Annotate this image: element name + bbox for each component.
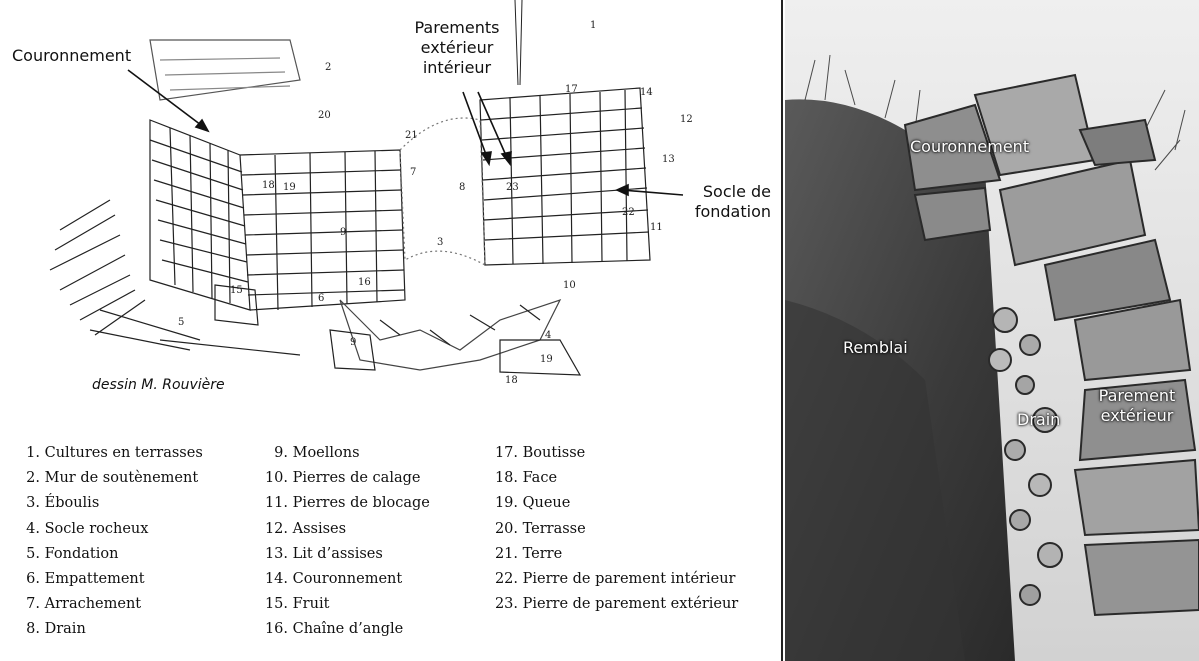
legend-column-3: 17. Boutisse 18. Face 19. Queue 20. Terr…	[488, 441, 738, 617]
legend-item: 13. Lit d’assises	[258, 542, 430, 567]
legend-item: 7. Arrachement	[18, 592, 203, 617]
legend-item: 1. Cultures en terrasses	[18, 441, 203, 466]
legend-item: 16. Chaîne d’angle	[258, 617, 430, 642]
photo-label-couronnement: Couronnement	[910, 137, 1029, 157]
svg-text:22: 22	[622, 207, 635, 218]
svg-text:1: 1	[590, 20, 596, 31]
svg-text:9: 9	[350, 337, 356, 348]
svg-text:17: 17	[565, 84, 578, 95]
svg-text:20: 20	[318, 110, 331, 121]
label-parements-line2: extérieur	[402, 38, 512, 58]
svg-text:19: 19	[540, 354, 553, 365]
legend-item: 6. Empattement	[18, 567, 203, 592]
label-socle-fondation: Socle de fondation	[665, 182, 771, 222]
label-parements-line1: Parements	[402, 18, 512, 38]
svg-text:6: 6	[318, 293, 324, 304]
photo-label-parement-line1: Parement	[1087, 386, 1187, 406]
photo-label-drain: Drain	[1017, 410, 1060, 430]
wall-photo	[785, 0, 1199, 661]
photo-label-parement-exterieur: Parement extérieur	[1087, 386, 1187, 426]
legend-item: 11. Pierres de blocage	[258, 491, 430, 516]
legend-item: 2. Mur de soutènement	[18, 466, 203, 491]
label-parements-line3: intérieur	[402, 58, 512, 78]
svg-text:8: 8	[459, 182, 465, 193]
label-socle-line1: Socle de	[665, 182, 771, 202]
svg-text:18: 18	[262, 180, 275, 191]
legend-item: 14. Couronnement	[258, 567, 430, 592]
svg-text:14: 14	[640, 87, 653, 98]
svg-text:12: 12	[680, 114, 693, 125]
svg-text:23: 23	[506, 182, 519, 193]
svg-text:3: 3	[437, 237, 443, 248]
legend-item: 4. Socle rocheux	[18, 517, 203, 542]
legend-item: 10. Pierres de calage	[258, 466, 430, 491]
legend-item: 17. Boutisse	[488, 441, 738, 466]
legend-item: 20. Terrasse	[488, 517, 738, 542]
legend-item: 12. Assises	[258, 517, 430, 542]
svg-text:7: 7	[410, 167, 416, 178]
svg-text:4: 4	[545, 330, 551, 341]
svg-text:18: 18	[505, 375, 518, 386]
svg-text:19: 19	[283, 182, 296, 193]
legend-item: 23. Pierre de parement extérieur	[488, 592, 738, 617]
svg-text:15: 15	[230, 285, 243, 296]
svg-text:16: 16	[358, 277, 371, 288]
legend-item: 21. Terre	[488, 542, 738, 567]
photo-label-parement-line2: extérieur	[1087, 406, 1187, 426]
legend-column-2: 9. Moellons 10. Pierres de calage 11. Pi…	[258, 441, 430, 643]
legend-item: 15. Fruit	[258, 592, 430, 617]
svg-text:11: 11	[650, 222, 663, 233]
photo-label-remblai: Remblai	[843, 338, 908, 358]
label-socle-line2: fondation	[665, 202, 771, 222]
legend-item: 9. Moellons	[258, 441, 430, 466]
legend-item: 8. Drain	[18, 617, 203, 642]
legend-item: 18. Face	[488, 466, 738, 491]
wall-photo-panel: Couronnement Remblai Drain Parement exté…	[785, 0, 1199, 661]
svg-text:9: 9	[340, 227, 346, 238]
sketch-hatching	[50, 0, 650, 375]
legend-item: 5. Fondation	[18, 542, 203, 567]
drawing-panel: 1 2 20 21 17 14 12 13 18 19 7 8 23 9 3 2…	[0, 0, 783, 661]
legend-item: 3. Éboulis	[18, 491, 203, 516]
drawing-credit: dessin M. Rouvière	[92, 377, 225, 393]
svg-text:13: 13	[662, 154, 675, 165]
legend-item: 22. Pierre de parement intérieur	[488, 567, 738, 592]
label-couronnement: Couronnement	[12, 46, 131, 66]
svg-text:21: 21	[405, 130, 418, 141]
legend-column-1: 1. Cultures en terrasses 2. Mur de soutè…	[18, 441, 203, 643]
svg-text:10: 10	[563, 280, 576, 291]
label-parements: Parements extérieur intérieur	[402, 18, 512, 78]
legend-item: 19. Queue	[488, 491, 738, 516]
svg-text:5: 5	[178, 317, 184, 328]
svg-text:2: 2	[325, 62, 331, 73]
